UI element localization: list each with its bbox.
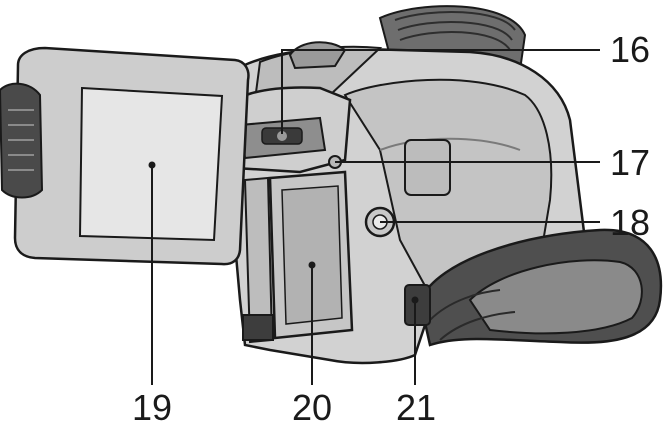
callout-17: 17	[610, 142, 650, 183]
callout-16: 16	[610, 29, 650, 70]
callout-18: 18	[610, 202, 650, 243]
leader-lines	[151, 49, 600, 385]
leader-16	[281, 49, 600, 134]
battery-compartment	[242, 170, 354, 344]
callout-20: 20	[292, 387, 332, 426]
hand-strap	[404, 228, 663, 347]
callout-21: 21	[396, 387, 436, 426]
leader-dots	[148, 161, 419, 304]
callout-19: 19	[132, 387, 172, 426]
lcd-monitor	[0, 46, 250, 266]
